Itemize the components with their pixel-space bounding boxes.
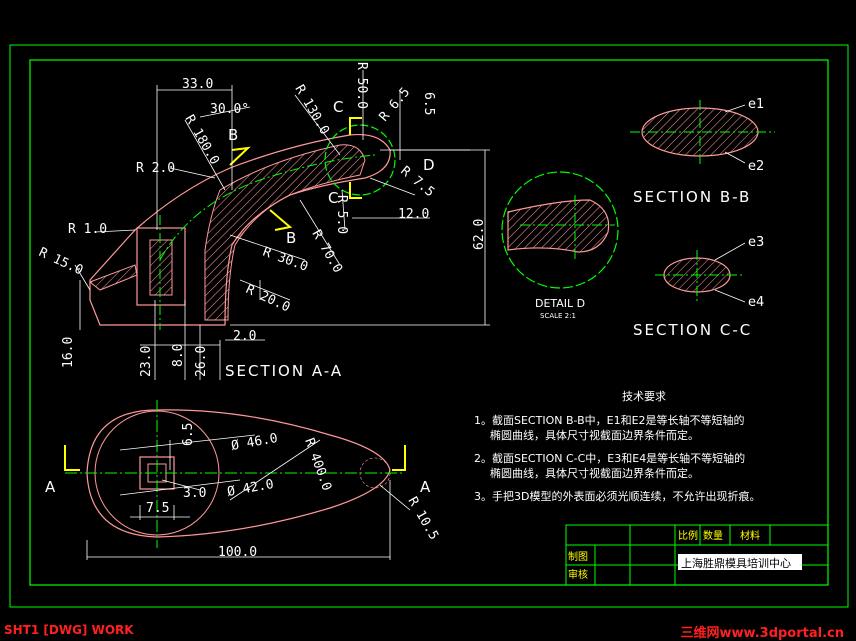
inner-rib [89, 264, 138, 291]
dim-r10-5: R 10.5 [405, 495, 441, 543]
sheet-mode-indicator[interactable]: SHT1 [DWG] WORK [4, 623, 134, 637]
top-view-tip-arc [359, 457, 391, 489]
inner-frame [29, 59, 829, 586]
label-e1: e1 [748, 97, 764, 112]
label-c-top: C [333, 98, 345, 116]
section-aa-view[interactable]: 33.0 30.0° R 180.0 R 130.0 R 50.0 R 6.5 … [36, 62, 490, 380]
inner-boss [136, 227, 186, 306]
section-b-arrow-bottom[interactable] [269, 209, 293, 231]
detail-d-boundary [501, 171, 619, 289]
label-b-bottom: B [286, 229, 298, 247]
dim-r50: R 50.0 [354, 62, 369, 109]
section-cc-view[interactable]: e3 e4 SECTION C-C [633, 235, 764, 339]
e3-leader [714, 242, 746, 261]
dim-r130: R 130.0 [292, 83, 332, 138]
tb-qty-header: 数量 [703, 529, 723, 542]
notes-title: 技术要求 [622, 390, 666, 403]
label-d: D [423, 156, 437, 174]
watermark-text: 三维网www.3dportal.cn [680, 626, 844, 641]
top-view[interactable]: 6.5 Ø 46.0 Ø 42.0 R 400.0 3.0 7.5 R 10.5… [45, 400, 441, 560]
tb-scale-header: 比例 [678, 529, 698, 542]
dim-12: 12.0 [398, 207, 429, 222]
label-e4: e4 [748, 295, 764, 310]
label-e2: e2 [748, 159, 764, 174]
cad-drawing-canvas[interactable]: 33.0 30.0° R 180.0 R 130.0 R 50.0 R 6.5 … [0, 0, 856, 622]
note-2b: 椭圆曲线，具体尺寸视截面边界条件而定。 [490, 466, 699, 480]
section-a-arrow-left[interactable] [64, 445, 80, 471]
section-bb-title: SECTION B-B [633, 188, 751, 206]
note-2a: 2。截面SECTION C-C中，E3和E4是等长轴不等短轴的 [474, 451, 745, 465]
outer-frame [9, 44, 849, 608]
dim-r400: R 400.0 [301, 436, 334, 493]
label-a-right: A [420, 478, 432, 496]
dim-phi46: Ø 46.0 [230, 431, 279, 454]
dim-r30: R 30.0 [261, 245, 310, 275]
note-1b: 椭圆曲线，具体尺寸视截面边界条件而定。 [490, 428, 699, 442]
dim-7-5: 7.5 [146, 501, 169, 516]
dim-r65: R 6.5 [377, 85, 414, 125]
handle-centerline [159, 154, 376, 261]
status-bar: SHT1 [DWG] WORK 三维网www.3dportal.cn [0, 622, 856, 641]
dim-26: 26.0 [194, 346, 209, 377]
detail-d-profile [507, 199, 610, 253]
dim-r20: R 2.0 [136, 161, 175, 176]
dim-r70: R 70.0 [309, 228, 345, 276]
e4-leader [714, 289, 746, 303]
label-e3: e3 [748, 235, 764, 250]
note-3: 3。手把3D模型的外表面必须光顺连续，不允许出现折痕。 [474, 489, 760, 503]
detail-d-scale: SCALE 2:1 [540, 312, 576, 320]
section-c-arrow-top[interactable] [349, 117, 362, 135]
section-a-arrow-right[interactable] [392, 445, 406, 471]
aa-dimension-lines [74, 70, 490, 380]
section-cc-title: SECTION C-C [633, 321, 752, 339]
label-b-top: B [228, 126, 240, 144]
dim-33: 33.0 [182, 77, 213, 92]
section-aa-title: SECTION A-A [225, 362, 343, 380]
dim-23: 23.0 [139, 346, 154, 377]
note-1a: 1。截面SECTION B-B中，E1和E2是等长轴不等短轴的 [474, 413, 745, 427]
tb-drawn: 制图 [568, 550, 588, 563]
dim-2: 2.0 [233, 329, 256, 344]
handle-hatched-shell [204, 144, 366, 321]
detail-d-title: DETAIL D [535, 297, 585, 310]
dim-62: 62.0 [472, 219, 487, 250]
section-b-arrow-top[interactable] [229, 146, 251, 166]
title-block[interactable]: 比例 数量 材料 制图 审核 上海胜鼎模具培训中心 [565, 524, 829, 586]
tb-material-header: 材料 [740, 529, 760, 542]
tb-company: 上海胜鼎模具培训中心 [681, 556, 791, 570]
dim-3: 3.0 [183, 486, 206, 501]
dim-16: 16.0 [61, 337, 76, 368]
e2-leader [724, 151, 746, 164]
dim-r5: R 5.0 [334, 195, 349, 234]
detail-d-view[interactable]: DETAIL D SCALE 2:1 [501, 171, 619, 320]
inner-boss-hole [149, 239, 173, 296]
dim-65: 6.5 [421, 92, 436, 115]
tb-checked: 审核 [568, 568, 588, 581]
dim-r10: R 1.0 [68, 222, 107, 237]
dim-r15: R 15.0 [36, 245, 85, 278]
label-a-left: A [45, 478, 57, 496]
top-view-dimension-lines [86, 434, 411, 560]
technical-requirements: 技术要求 1。截面SECTION B-B中，E1和E2是等长轴不等短轴的 椭圆曲… [474, 390, 760, 503]
dim-6-5-top: 6.5 [181, 423, 196, 446]
tb-company-bg [678, 554, 802, 570]
section-bb-view[interactable]: e1 e2 SECTION B-B [630, 97, 775, 206]
section-c-arrow-bottom[interactable] [349, 182, 362, 199]
dim-30deg: 30.0° [210, 102, 249, 117]
dim-8: 8.0 [171, 344, 186, 367]
detail-d-circle[interactable] [324, 124, 396, 196]
e1-leader [724, 104, 746, 113]
dim-r180: R 180.0 [182, 113, 222, 168]
dim-100: 100.0 [218, 545, 257, 560]
label-c-bottom: C [328, 189, 340, 207]
dim-r20b: R 20.0 [243, 282, 292, 315]
